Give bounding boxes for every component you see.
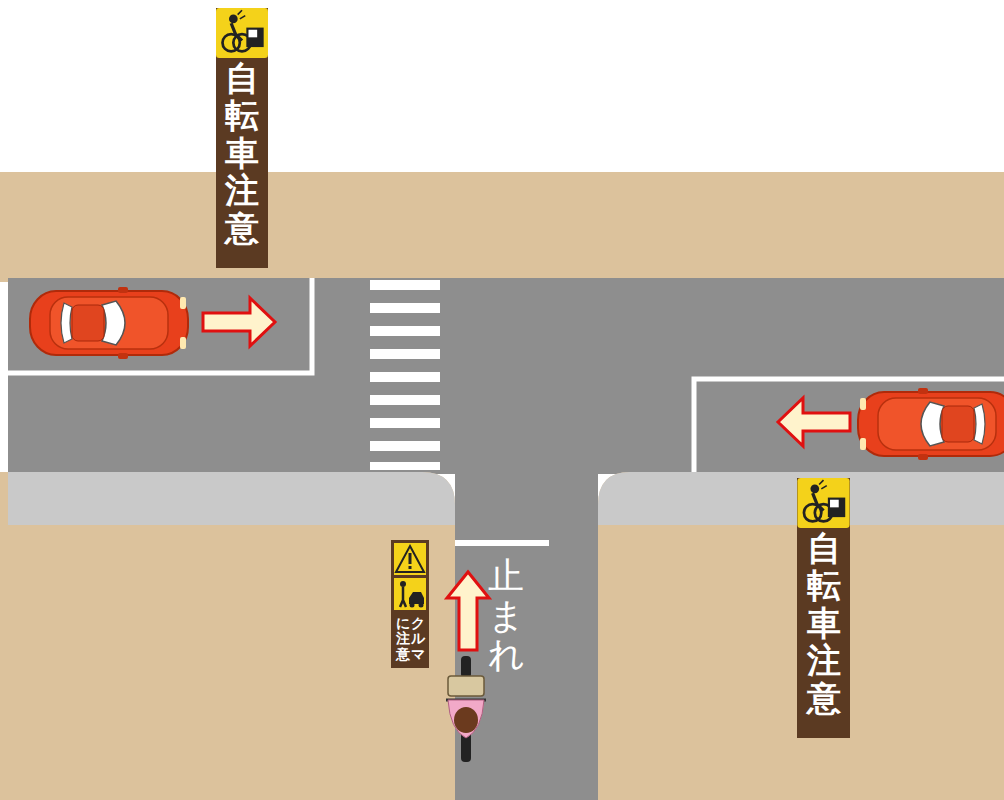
warning-sign: 自転車注意 [216, 8, 268, 268]
warning-sign: 自転車注意 [797, 478, 850, 738]
sign-text: クルマ [411, 616, 425, 662]
bicycle-icon [216, 8, 268, 58]
warning-sign: クルマに注意 [391, 540, 429, 668]
cyclist [446, 656, 486, 762]
direction-arrow [447, 572, 489, 650]
sign-text: 自転車注意 [807, 530, 841, 717]
car [30, 287, 188, 359]
ground [0, 472, 455, 800]
road [8, 278, 1004, 474]
sign-text: に注意 [396, 616, 410, 662]
car [858, 388, 1004, 460]
lane-line [8, 278, 312, 373]
stop-line [455, 540, 549, 546]
crosswalk [370, 280, 440, 470]
bicycle-icon [797, 478, 850, 528]
direction-arrow [778, 398, 850, 446]
sidewalk [8, 472, 455, 525]
ground [0, 172, 1004, 282]
direction-arrow [203, 298, 275, 346]
road-marking: 止まれ [488, 556, 524, 675]
sign-text: 自転車注意 [225, 60, 259, 247]
warning-icon [391, 540, 429, 614]
ground [598, 472, 1004, 800]
